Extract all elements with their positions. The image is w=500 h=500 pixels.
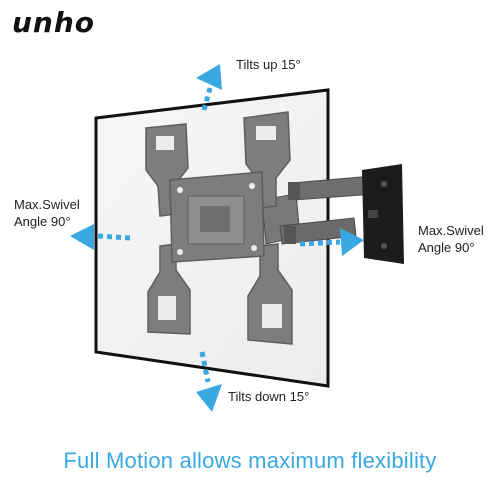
tilt-up-label: Tilts up 15° (236, 57, 301, 72)
tilt-down-arrow (196, 351, 222, 412)
swivel-right-line1: Max.Swivel (418, 223, 484, 238)
brand-logo: unho (12, 6, 96, 39)
tilt-up-arrow (196, 64, 222, 111)
wall-plate (362, 164, 404, 264)
swivel-left-arrow (70, 224, 131, 250)
bracket-holes (156, 126, 282, 328)
swivel-left-line2: Angle 90° (14, 214, 71, 229)
swivel-left-label: Max.Swivel Angle 90° (14, 196, 80, 230)
swivel-right-arrow (299, 228, 364, 256)
tilt-down-label: Tilts down 15° (228, 389, 310, 404)
feature-caption: Full Motion allows maximum flexibility (63, 448, 437, 473)
swivel-right-line2: Angle 90° (418, 240, 475, 255)
swivel-left-line1: Max.Swivel (14, 197, 80, 212)
swivel-right-label: Max.Swivel Angle 90° (418, 222, 484, 256)
